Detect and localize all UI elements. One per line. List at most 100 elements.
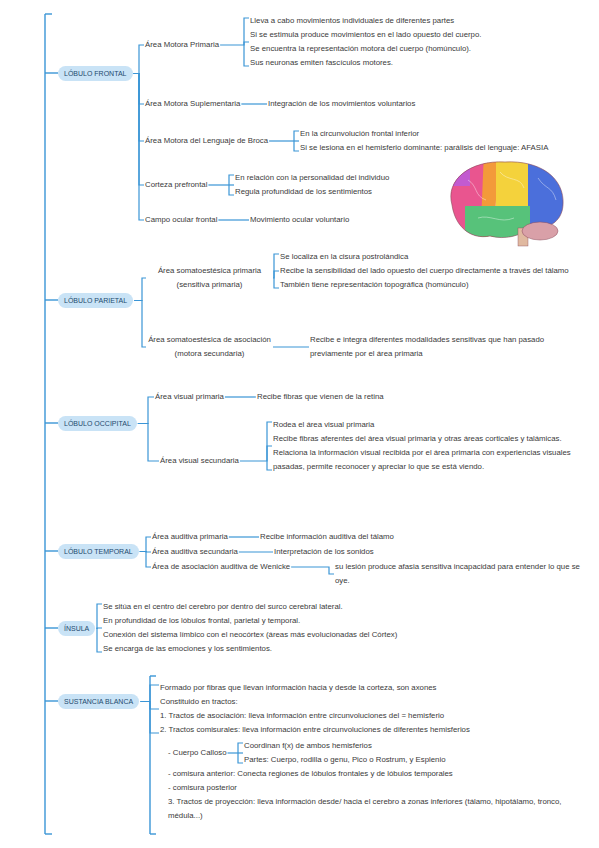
bracket	[97, 604, 102, 652]
node-text: Recibe información auditiva del tálamo	[260, 530, 394, 544]
node-text: Lleva a cabo movimientos individuales de…	[250, 14, 585, 28]
node-text: - comisura anterior: Conecta regiones de…	[168, 767, 588, 781]
bracket	[244, 18, 249, 66]
lobe-pill: LÓBULO TEMPORAL	[58, 544, 139, 559]
topic-text: Movimiento ocular voluntario	[250, 213, 349, 227]
node-text: Campo ocular frontal	[145, 213, 217, 227]
node-text: LÓBULO FRONTAL	[64, 68, 127, 79]
topic-text: Interpretación de los sonidos	[274, 545, 374, 559]
node-text: Sus neuronas emiten fascículos motores.	[250, 56, 585, 70]
node-text: Interpretación de los sonidos	[274, 545, 374, 559]
node-text: Área Motora Primaria	[145, 38, 219, 52]
connector-line	[140, 552, 151, 568]
topic-text: Área Motora del Lenguaje de Broca	[145, 134, 268, 148]
topic-text: Área visual secundaria	[160, 454, 239, 468]
node-text: Corteza prefrontal	[145, 178, 207, 192]
node-text: Rodea el área visual primaria	[273, 418, 583, 432]
bracket	[150, 685, 159, 733]
detail-group: En la circunvolución frontal inferiorSi …	[300, 127, 592, 155]
brain-illustration	[418, 150, 580, 250]
node-text: 2. Tractos comisurales: lleva informació…	[160, 723, 590, 737]
connector-line	[229, 536, 259, 537]
bracket	[229, 175, 234, 195]
node-text: LÓBULO PARIETAL	[64, 295, 127, 306]
connector-line	[273, 346, 309, 347]
node-text: Área Motora Suplementaria	[145, 97, 240, 111]
node-text: En profundidad de los lóbulos frontal, p…	[103, 614, 593, 628]
connector-line	[218, 219, 249, 220]
lobe-pill: SUSTANCIA BLANCA	[58, 694, 139, 709]
connector-line	[228, 752, 243, 753]
node-text: Área Motora del Lenguaje de Broca	[145, 134, 268, 148]
node-text: ÍNSULA	[64, 623, 89, 634]
node-text: 1. Tractos de asociación: lleva informac…	[160, 709, 590, 723]
topic-text: - Cuerpo Calloso	[168, 746, 227, 760]
node-text: Área somatoestésica de asociación (motor…	[147, 333, 272, 361]
lobe-pill: LÓBULO OCCIPITAL	[58, 416, 137, 431]
node-text: - comisura posterior	[168, 781, 588, 795]
node-text: Se encuentra la representación motora de…	[250, 42, 585, 56]
connector-line	[134, 278, 146, 301]
lobe-pill: LÓBULO PARIETAL	[58, 293, 133, 308]
topic-text: Recibe fibras que vienen de la retina	[257, 390, 384, 404]
topic-text: su lesión produce afasia sensitiva incap…	[335, 560, 593, 588]
node-text: Recibe e integra diferentes modalidades …	[310, 333, 585, 361]
node-text: Área somatoestésica primaria (sensitiva …	[147, 264, 272, 292]
node-text: Recibe fibras que vienen de la retina	[257, 390, 384, 404]
topic-text: Área Motora Suplementaria	[145, 97, 240, 111]
lobe-pill: LÓBULO FRONTAL	[58, 66, 133, 81]
node-text: LÓBULO TEMPORAL	[64, 546, 133, 557]
node-text: Movimiento ocular voluntario	[250, 213, 349, 227]
node-text: LÓBULO OCCIPITAL	[64, 418, 131, 429]
detail-group: Coordinan f(x) de ambos hemisferiosParte…	[244, 739, 589, 767]
topic-text: Área auditiva primaria	[152, 530, 228, 544]
node-text: Si se estimula produce movimientos en el…	[250, 28, 585, 42]
node-text: su lesión produce afasia sensitiva incap…	[335, 560, 593, 588]
node-text: Se localiza en la cisura postrolándica	[280, 250, 592, 264]
node-text: SUSTANCIA BLANCA	[64, 696, 133, 707]
bracket	[238, 743, 243, 763]
topic-text: Recibe e integra diferentes modalidades …	[310, 333, 585, 361]
node-text: Se encarga de las emociones y los sentim…	[103, 642, 593, 656]
topic-text: Área visual primaria	[155, 390, 224, 404]
node-text: Coordinan f(x) de ambos hemisferios	[244, 739, 589, 753]
node-text: También tiene representación topográfica…	[280, 278, 592, 292]
detail-group: - comisura anterior: Conecta regiones de…	[168, 767, 588, 823]
topic-text: Corteza prefrontal	[145, 178, 207, 192]
connector-line	[138, 424, 159, 462]
lobe-pill: ÍNSULA	[58, 621, 95, 636]
node-text: Se sitúa en el centro del cerebro por de…	[103, 600, 593, 614]
node-text: 3. Tractos de proyección: lleva informac…	[168, 795, 588, 823]
connector-line	[220, 42, 249, 45]
bracket	[267, 422, 272, 470]
connector-line	[239, 551, 273, 552]
connector-line	[138, 397, 154, 424]
detail-group: Lleva a cabo movimientos individuales de…	[250, 14, 585, 70]
node-text: Área de asociación auditiva de Wenicke	[152, 560, 290, 574]
node-text: Integración de los movimientos voluntari…	[268, 97, 415, 111]
topic-text: Campo ocular frontal	[145, 213, 217, 227]
detail-group: Se sitúa en el centro del cerebro por de…	[103, 600, 593, 656]
topic-text: Área somatoestésica de asociación (motor…	[147, 333, 272, 361]
node-text: En la circunvolución frontal inferior	[300, 127, 592, 141]
node-text: Recibe la sensibilidad del lado opuesto …	[280, 264, 592, 278]
topic-text: Integración de los movimientos voluntari…	[268, 97, 415, 111]
connector-line	[225, 396, 256, 397]
connector-line	[134, 74, 145, 221]
node-text: - Cuerpo Calloso	[168, 746, 227, 760]
node-text: Área auditiva primaria	[152, 530, 228, 544]
node-text: Conexión del sistema límbico con el neoc…	[103, 628, 593, 642]
detail-group: Formado por fibras que llevan informació…	[160, 681, 590, 737]
connector-line	[140, 537, 151, 552]
bracket	[294, 131, 299, 151]
topic-text: Área auditiva secundaria	[152, 545, 238, 559]
node-text: Área visual secundaria	[160, 454, 239, 468]
node-text: Relaciona la información visual recibida…	[273, 446, 583, 474]
connector-line	[134, 45, 145, 74]
connector-line	[208, 184, 234, 185]
node-text: Partes: Cuerpo, rodilla o genu, Pico o R…	[244, 753, 589, 767]
topic-text: Área somatoestésica primaria (sensitiva …	[147, 264, 272, 292]
detail-group: Rodea el área visual primariaRecibe fibr…	[273, 418, 583, 474]
node-text: Área auditiva secundaria	[152, 545, 238, 559]
detail-group: Se localiza en la cisura postrolándicaRe…	[280, 250, 592, 292]
